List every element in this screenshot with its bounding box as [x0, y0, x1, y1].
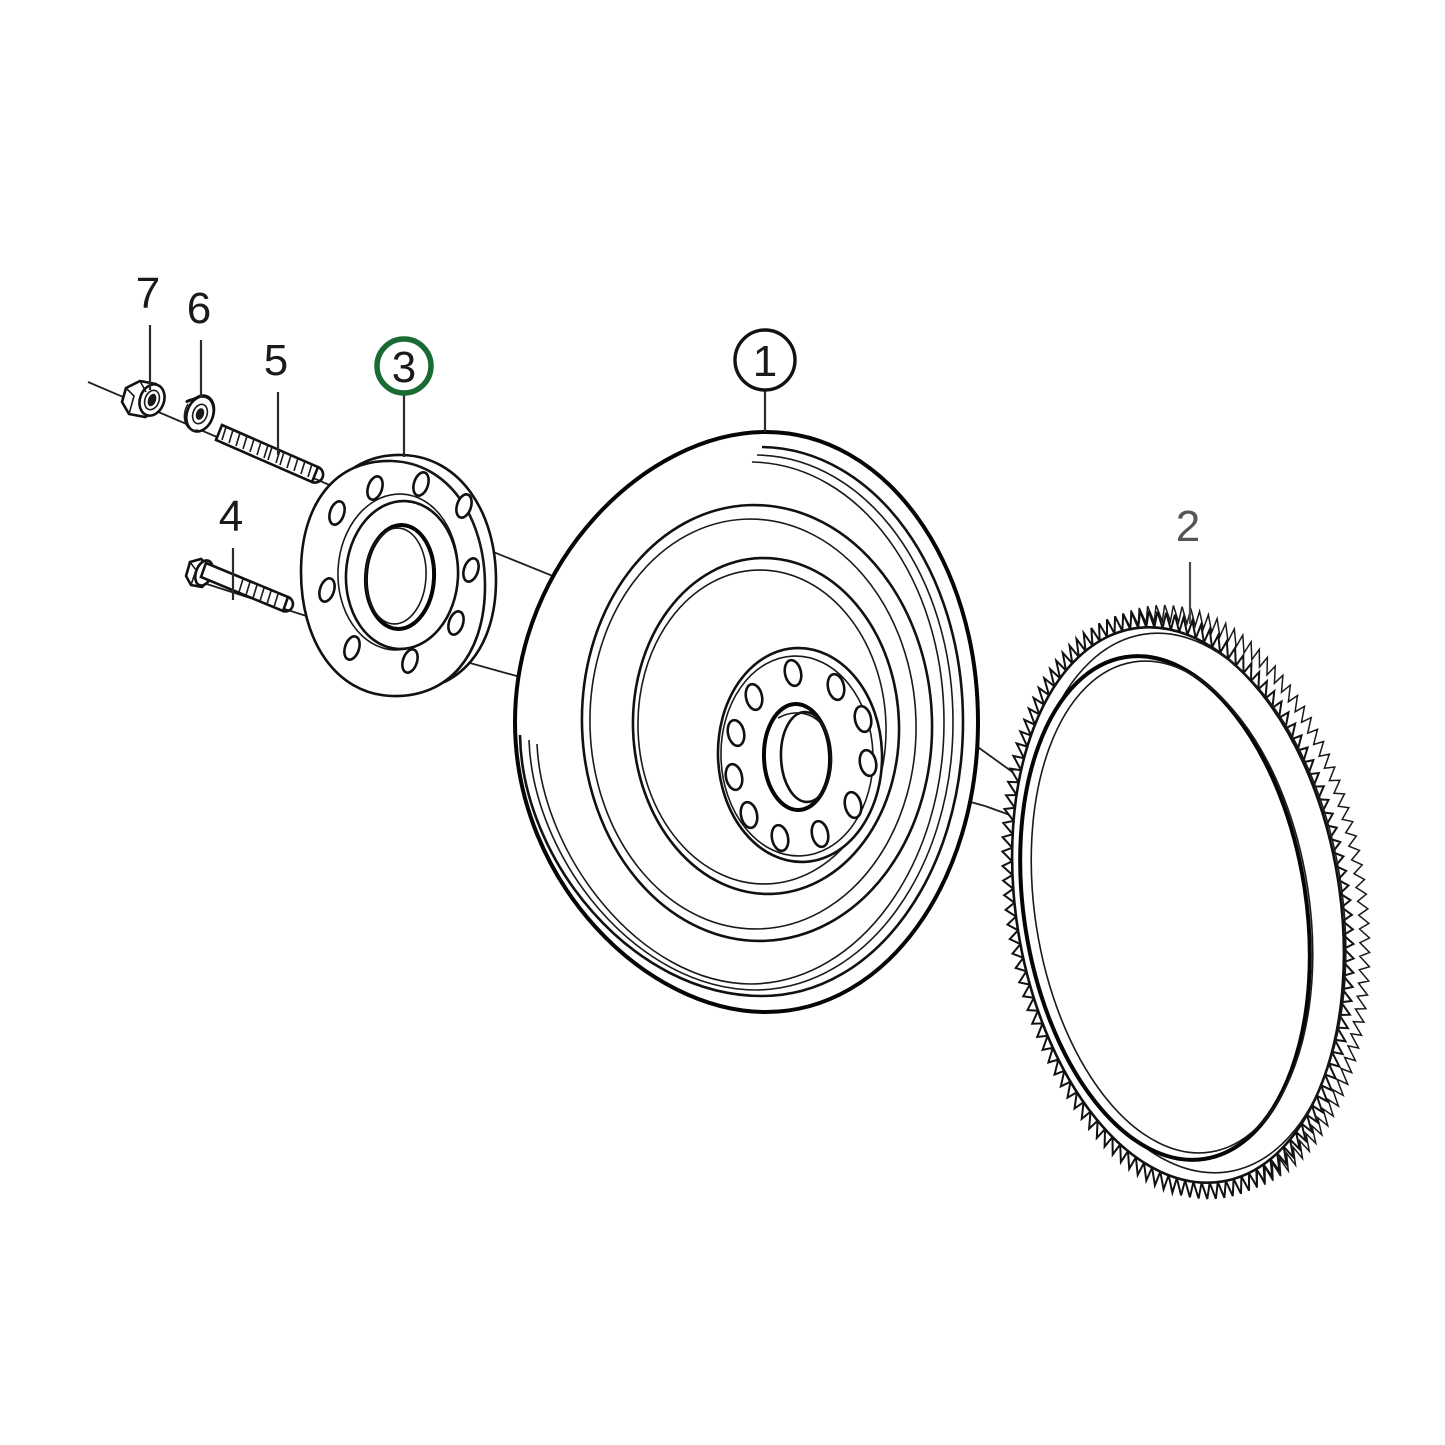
callout-6-number: 6 [187, 284, 211, 333]
callout-1-number: 1 [753, 337, 777, 386]
callout-1[interactable]: 1 [733, 328, 797, 432]
callout-7[interactable]: 7 [136, 269, 160, 390]
part-ring-gear [1000, 604, 1371, 1200]
flange-bolt-holes [318, 471, 480, 674]
callout-4[interactable]: 4 [219, 492, 243, 600]
callout-2-number: 2 [1176, 502, 1200, 551]
callout-7-number: 7 [136, 269, 160, 318]
part-stud [214, 423, 325, 484]
callout-3[interactable]: 3 [374, 336, 434, 457]
callout-5-number: 5 [264, 336, 288, 385]
callout-2[interactable]: 2 [1176, 502, 1200, 624]
callout-1-circle [733, 328, 797, 392]
part-hex-nut [120, 379, 166, 419]
callout-3-circle [374, 336, 434, 396]
callout-3-number: 3 [392, 343, 416, 392]
callout-6[interactable]: 6 [187, 284, 211, 398]
callout-layer: 1 2 3 4 5 [136, 269, 1200, 624]
callout-4-number: 4 [219, 492, 243, 541]
part-flange-adapter-plate [299, 453, 498, 698]
part-flywheel [512, 429, 981, 1015]
callout-5[interactable]: 5 [264, 336, 288, 455]
part-flange-bolt [184, 557, 295, 613]
part-washer [183, 394, 216, 433]
flywheel-hub-bolt-holes [724, 658, 878, 853]
